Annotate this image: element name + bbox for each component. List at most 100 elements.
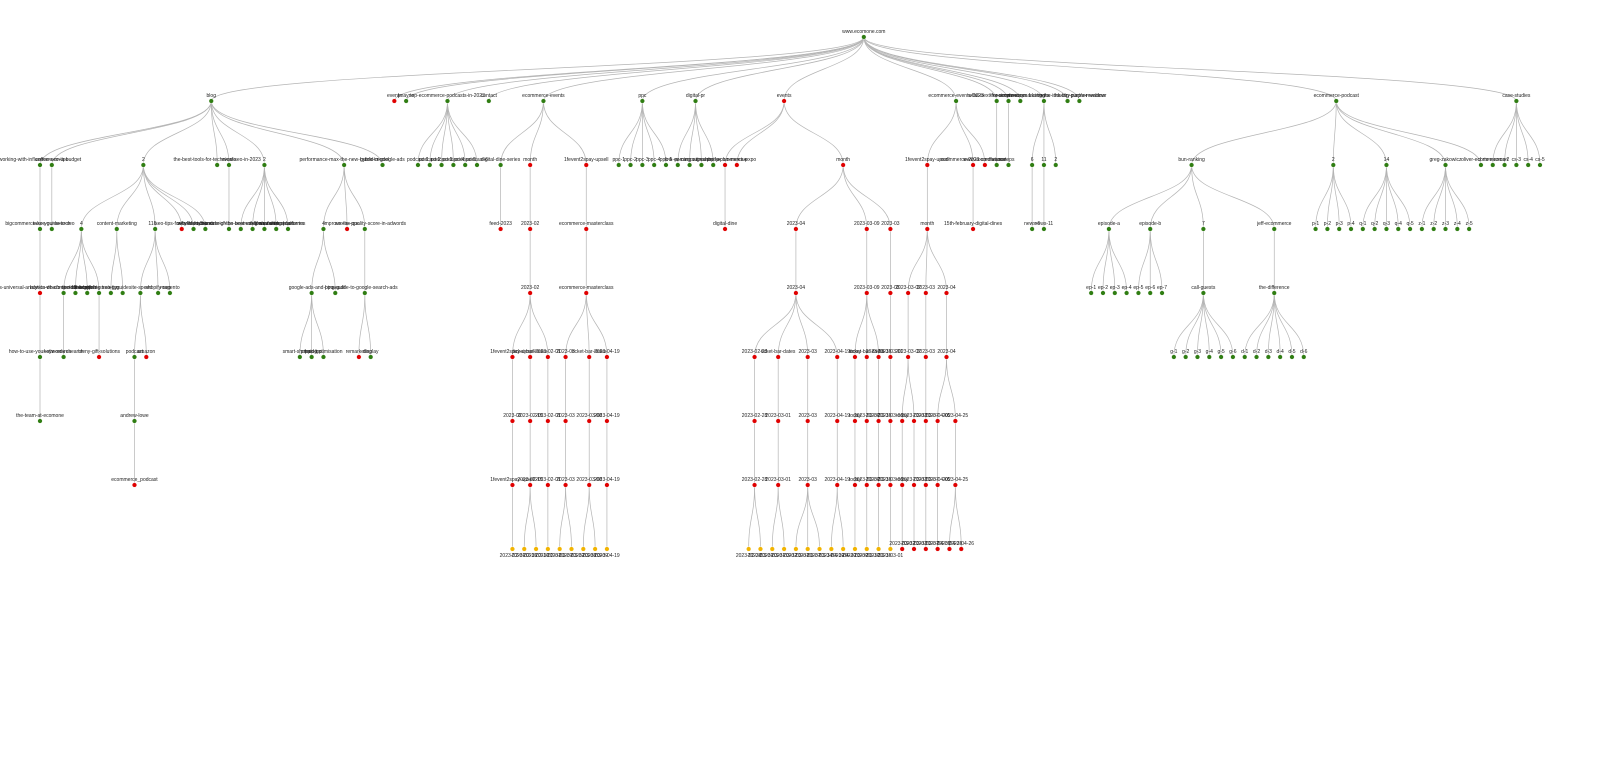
- error-page-node[interactable]: [604, 482, 610, 488]
- error-page-node[interactable]: [943, 354, 949, 360]
- error-page-node[interactable]: [498, 226, 504, 232]
- error-page-node[interactable]: [545, 418, 551, 424]
- error-page-node[interactable]: [586, 418, 592, 424]
- pending-page-node[interactable]: [805, 546, 811, 552]
- ok-page-node[interactable]: [368, 354, 374, 360]
- ok-page-node[interactable]: [1360, 226, 1366, 232]
- ok-page-node[interactable]: [167, 290, 173, 296]
- ok-page-node[interactable]: [362, 290, 368, 296]
- error-page-node[interactable]: [722, 226, 728, 232]
- ok-page-node[interactable]: [1336, 226, 1342, 232]
- ok-page-node[interactable]: [710, 162, 716, 168]
- ok-page-node[interactable]: [693, 98, 699, 104]
- ok-page-node[interactable]: [1513, 162, 1519, 168]
- error-page-node[interactable]: [923, 354, 929, 360]
- ok-page-node[interactable]: [1395, 226, 1401, 232]
- pending-page-node[interactable]: [604, 546, 610, 552]
- ok-page-node[interactable]: [1478, 162, 1484, 168]
- ok-page-node[interactable]: [131, 418, 137, 424]
- error-page-node[interactable]: [923, 418, 929, 424]
- ok-page-node[interactable]: [1513, 98, 1519, 104]
- error-page-node[interactable]: [527, 418, 533, 424]
- error-page-node[interactable]: [982, 162, 988, 168]
- ok-page-node[interactable]: [261, 162, 267, 168]
- ok-page-node[interactable]: [540, 98, 546, 104]
- ok-page-node[interactable]: [1313, 226, 1319, 232]
- error-page-node[interactable]: [527, 226, 533, 232]
- ok-page-node[interactable]: [1443, 162, 1449, 168]
- ok-page-node[interactable]: [61, 290, 67, 296]
- ok-page-node[interactable]: [994, 162, 1000, 168]
- error-page-node[interactable]: [545, 482, 551, 488]
- ok-page-node[interactable]: [37, 226, 43, 232]
- pending-page-node[interactable]: [828, 546, 834, 552]
- ok-page-node[interactable]: [1265, 354, 1271, 360]
- ok-page-node[interactable]: [1271, 226, 1277, 232]
- error-page-node[interactable]: [864, 482, 870, 488]
- error-page-node[interactable]: [775, 418, 781, 424]
- error-page-node[interactable]: [509, 354, 515, 360]
- error-page-node[interactable]: [527, 354, 533, 360]
- error-page-node[interactable]: [911, 546, 917, 552]
- error-page-node[interactable]: [905, 354, 911, 360]
- ok-page-node[interactable]: [1147, 226, 1153, 232]
- error-page-node[interactable]: [391, 98, 397, 104]
- error-page-node[interactable]: [805, 482, 811, 488]
- ok-page-node[interactable]: [341, 162, 347, 168]
- pending-page-node[interactable]: [793, 546, 799, 552]
- ok-page-node[interactable]: [1490, 162, 1496, 168]
- ok-page-node[interactable]: [1466, 226, 1472, 232]
- ok-page-node[interactable]: [202, 226, 208, 232]
- ok-page-node[interactable]: [1106, 226, 1112, 232]
- pending-page-node[interactable]: [746, 546, 752, 552]
- pending-page-node[interactable]: [887, 546, 893, 552]
- error-page-node[interactable]: [852, 354, 858, 360]
- ok-page-node[interactable]: [628, 162, 634, 168]
- error-page-node[interactable]: [923, 290, 929, 296]
- pending-page-node[interactable]: [509, 546, 515, 552]
- ok-page-node[interactable]: [462, 162, 468, 168]
- error-page-node[interactable]: [527, 162, 533, 168]
- error-page-node[interactable]: [887, 354, 893, 360]
- ok-page-node[interactable]: [1159, 290, 1165, 296]
- ok-page-node[interactable]: [1041, 98, 1047, 104]
- ok-page-node[interactable]: [1029, 162, 1035, 168]
- ok-page-node[interactable]: [214, 162, 220, 168]
- ok-page-node[interactable]: [639, 162, 645, 168]
- ok-page-node[interactable]: [639, 98, 645, 104]
- error-page-node[interactable]: [924, 162, 930, 168]
- ok-page-node[interactable]: [1147, 290, 1153, 296]
- ok-page-node[interactable]: [49, 162, 55, 168]
- ok-page-node[interactable]: [450, 162, 456, 168]
- error-page-node[interactable]: [545, 354, 551, 360]
- ok-page-node[interactable]: [238, 226, 244, 232]
- pending-page-node[interactable]: [521, 546, 527, 552]
- error-page-node[interactable]: [911, 482, 917, 488]
- ok-page-node[interactable]: [1200, 290, 1206, 296]
- error-page-node[interactable]: [852, 482, 858, 488]
- error-page-node[interactable]: [924, 226, 930, 232]
- error-page-node[interactable]: [864, 226, 870, 232]
- ok-page-node[interactable]: [1431, 226, 1437, 232]
- ok-page-node[interactable]: [1230, 354, 1236, 360]
- ok-page-node[interactable]: [1006, 162, 1012, 168]
- ok-page-node[interactable]: [380, 162, 386, 168]
- ok-page-node[interactable]: [285, 226, 291, 232]
- ok-page-node[interactable]: [226, 162, 232, 168]
- ok-page-node[interactable]: [1419, 226, 1425, 232]
- error-page-node[interactable]: [805, 418, 811, 424]
- ok-page-node[interactable]: [651, 162, 657, 168]
- error-page-node[interactable]: [131, 482, 137, 488]
- error-page-node[interactable]: [834, 482, 840, 488]
- error-page-node[interactable]: [899, 418, 905, 424]
- error-page-node[interactable]: [946, 546, 952, 552]
- ok-page-node[interactable]: [1065, 98, 1071, 104]
- ok-page-node[interactable]: [1333, 98, 1339, 104]
- error-page-node[interactable]: [935, 418, 941, 424]
- ok-page-node[interactable]: [1171, 354, 1177, 360]
- error-page-node[interactable]: [876, 354, 882, 360]
- error-page-node[interactable]: [563, 418, 569, 424]
- ok-page-node[interactable]: [332, 290, 338, 296]
- ok-page-node[interactable]: [362, 226, 368, 232]
- ok-page-node[interactable]: [273, 226, 279, 232]
